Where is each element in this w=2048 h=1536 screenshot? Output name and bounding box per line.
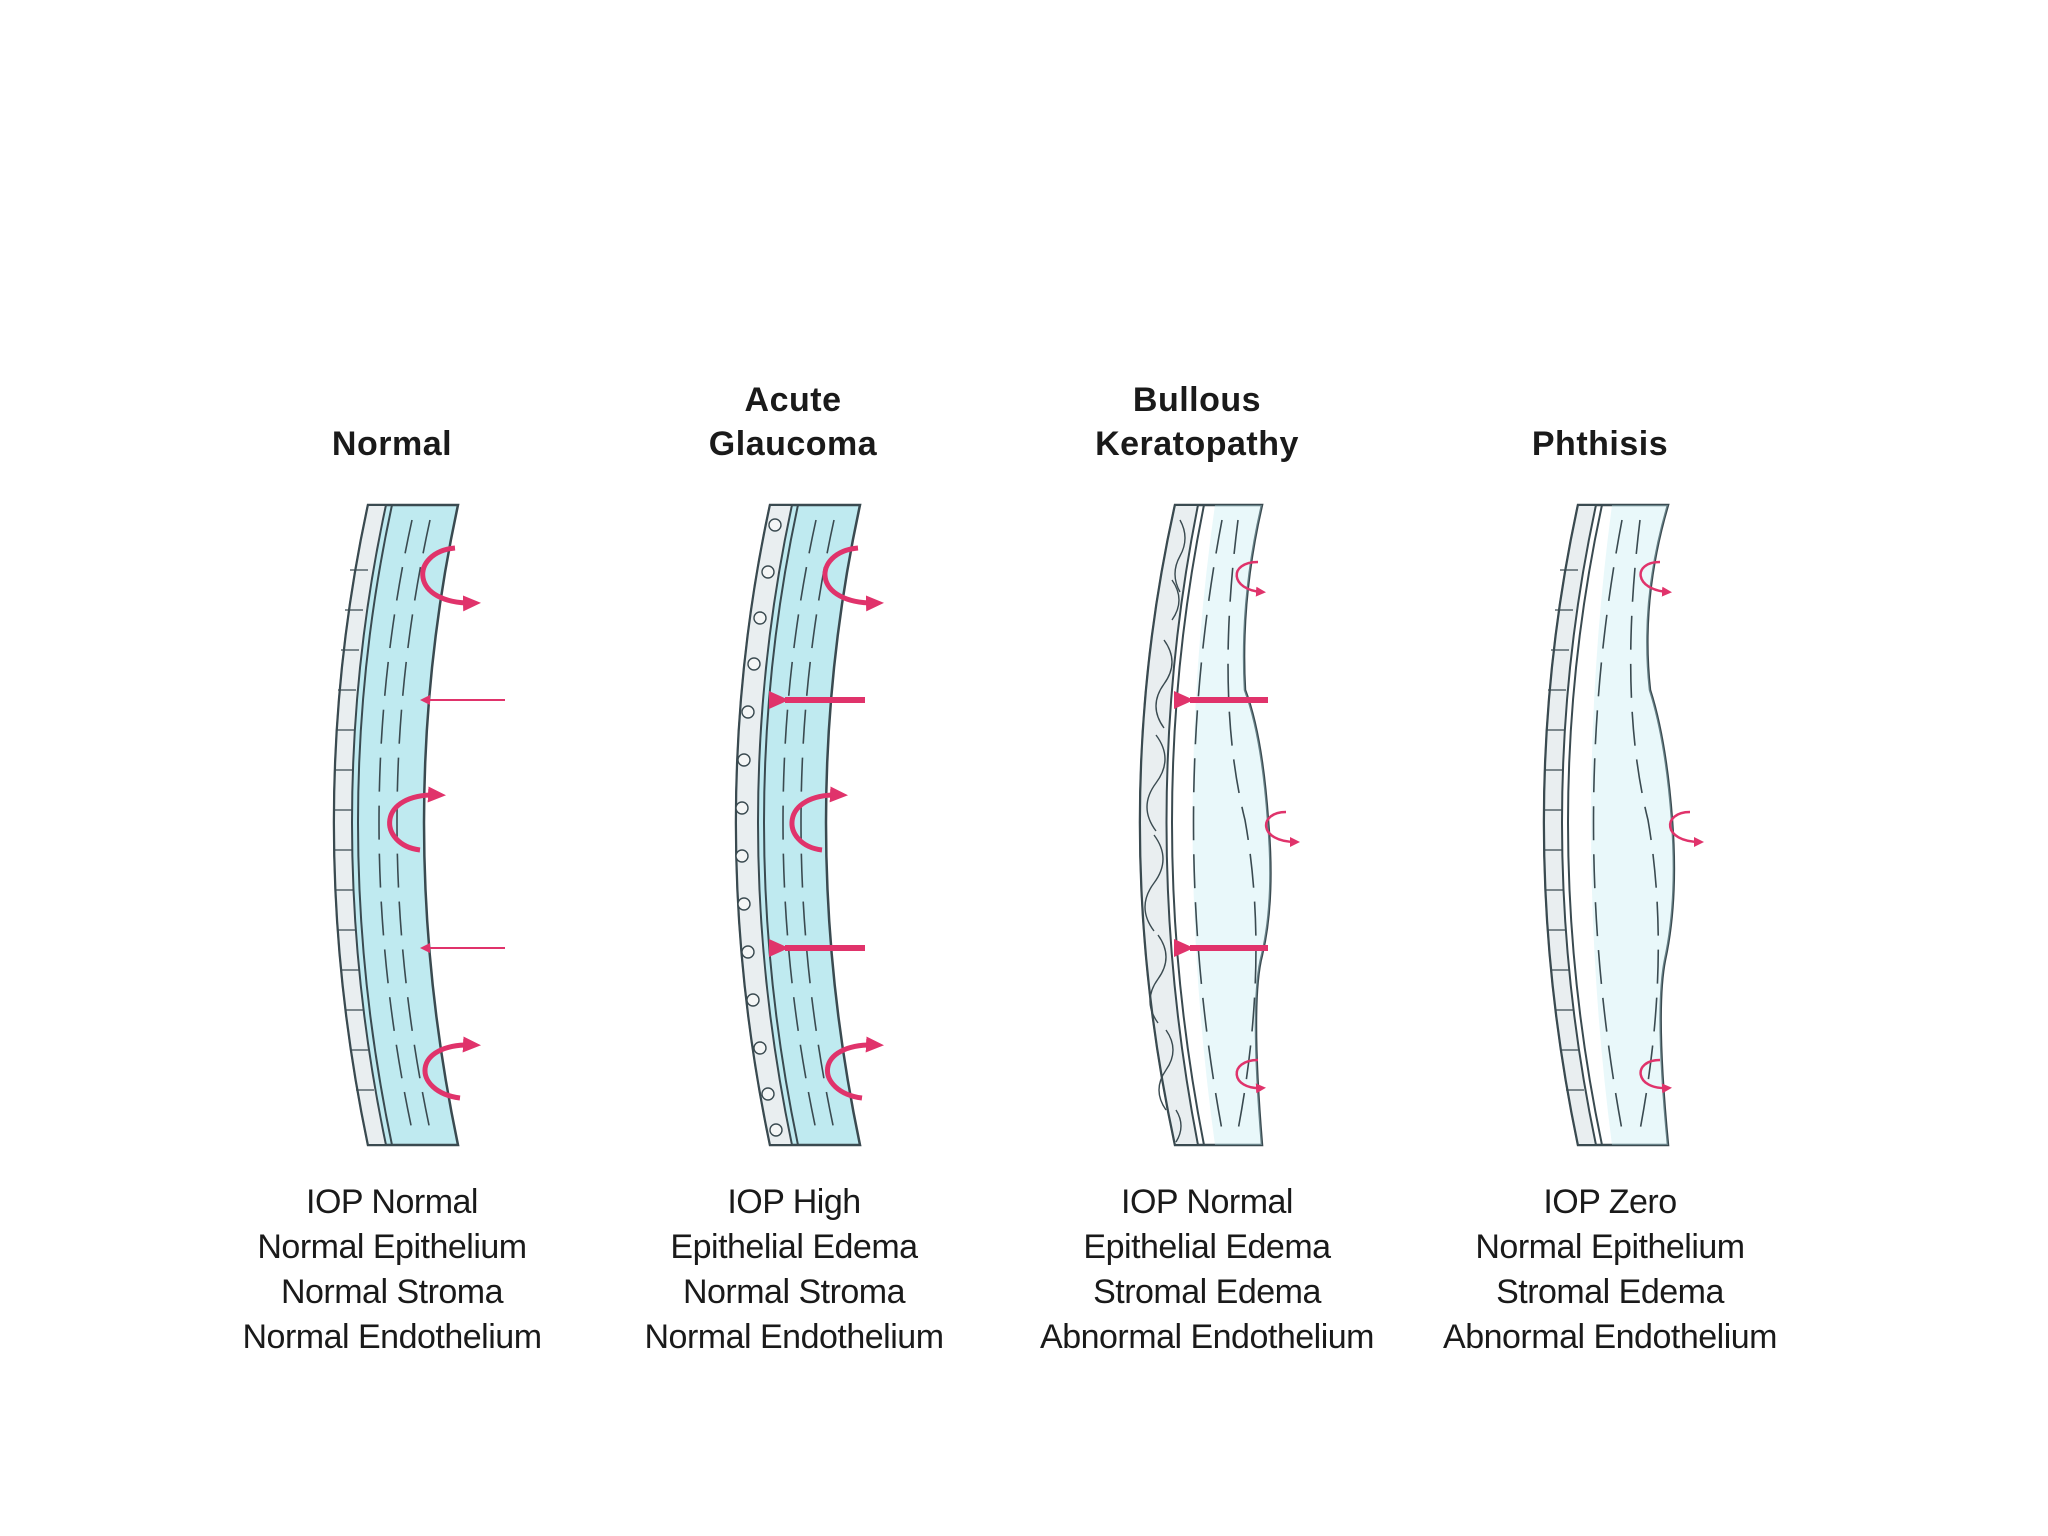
cornea-acute-glaucoma: [736, 505, 878, 1145]
caption-line: IOP Zero: [1400, 1180, 1820, 1225]
panel-caption-acute-glaucoma: IOP High Epithelial Edema Normal Stroma …: [594, 1180, 994, 1360]
caption-line: Normal Stroma: [594, 1270, 994, 1315]
cornea-normal: [334, 505, 505, 1145]
caption-line: IOP Normal: [997, 1180, 1417, 1225]
pump-arrow: [1266, 812, 1296, 842]
caption-line: Stromal Edema: [1400, 1270, 1820, 1315]
caption-line: Epithelial Edema: [997, 1225, 1417, 1270]
caption-line: Normal Endothelium: [594, 1315, 994, 1360]
pump-arrow: [1670, 812, 1700, 842]
caption-line: Normal Stroma: [192, 1270, 592, 1315]
panel-caption-phthisis: IOP Zero Normal Epithelium Stromal Edema…: [1400, 1180, 1820, 1360]
caption-line: Stromal Edema: [997, 1270, 1417, 1315]
caption-line: Epithelial Edema: [594, 1225, 994, 1270]
caption-line: Normal Endothelium: [192, 1315, 592, 1360]
panel-caption-normal: IOP Normal Normal Epithelium Normal Stro…: [192, 1180, 592, 1360]
caption-line: IOP High: [594, 1180, 994, 1225]
caption-line: Normal Epithelium: [192, 1225, 592, 1270]
caption-line: Abnormal Endothelium: [1400, 1315, 1820, 1360]
cornea-phthisis: [1544, 505, 1700, 1145]
caption-line: Normal Epithelium: [1400, 1225, 1820, 1270]
stroma-edge-fill: [1193, 505, 1271, 1145]
caption-line: Abnormal Endothelium: [997, 1315, 1417, 1360]
panel-caption-bullous-keratopathy: IOP Normal Epithelial Edema Stromal Edem…: [997, 1180, 1417, 1360]
cornea-bullous-keratopathy: [1140, 505, 1296, 1145]
caption-line: IOP Normal: [192, 1180, 592, 1225]
